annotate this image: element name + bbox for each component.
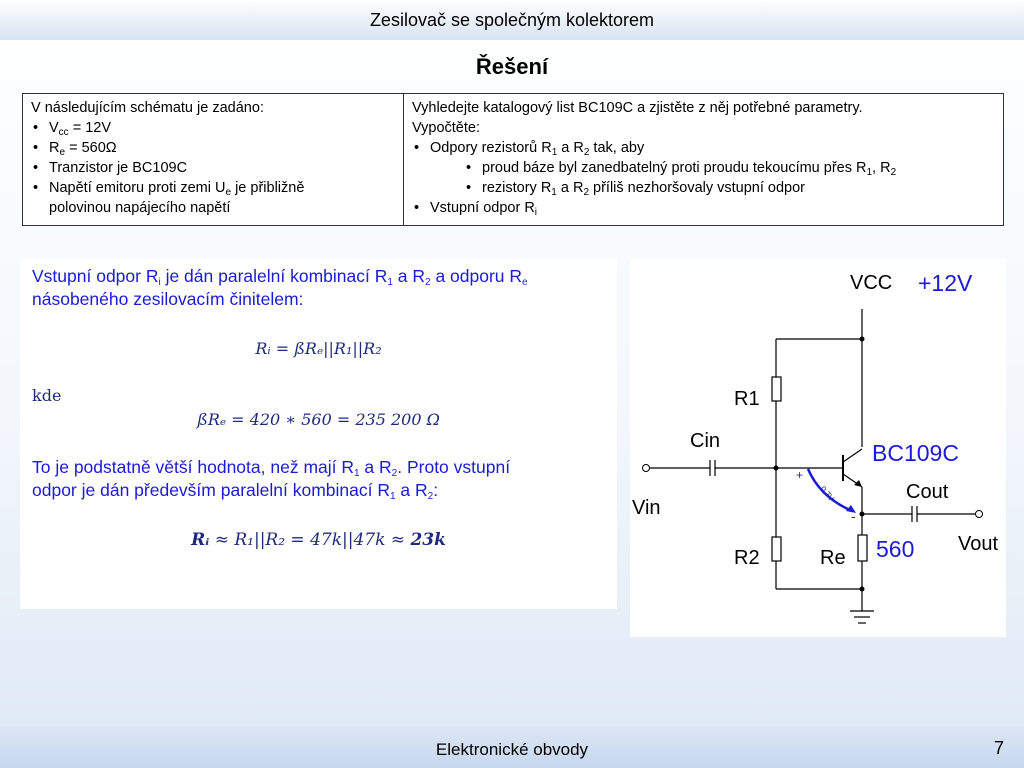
vcc-label: VCC [850, 272, 892, 294]
formula-result: Rᵢ ≈ R₁||R₂ = 47k||47k ≈ 23k [191, 530, 446, 550]
assignment-table: V následujícím schématu je zadáno: Vcc =… [22, 93, 1004, 226]
title-bar: Zesilovač se společným kolektorem [0, 0, 1024, 40]
emitter-arrow-icon [854, 480, 862, 487]
task-item-input-resistance: Vstupní odpor Ri [412, 198, 995, 218]
footer-text: Elektronické obvody [435, 740, 589, 759]
task-subitem-input-resistance: rezistory R1 a R2 příliš nezhoršovaly vs… [412, 178, 995, 198]
explanation-paragraph-2: To je podstatně větší hodnota, než mají … [32, 457, 511, 502]
transistor-collector-lead [842, 448, 863, 463]
junction-dot [773, 465, 779, 471]
section-heading: Řešení [475, 54, 549, 79]
given-item-re: Re = 560Ω [31, 138, 395, 158]
kde-label: kde [32, 386, 62, 405]
page-number: 7 [993, 738, 1004, 758]
given-item-vcc: Vcc = 12V [31, 118, 395, 138]
re-resistor [857, 534, 868, 562]
task-item-resistors: Odpory rezistorů R1 a R2 tak, aby [412, 138, 995, 158]
vbe-arrow-icon [846, 505, 856, 513]
r2-resistor [771, 536, 782, 562]
vout-terminal [975, 510, 983, 518]
given-intro: V následujícím schématu je zadáno: [31, 100, 264, 116]
task-column: Vyhledejte katalogový list BC109C a zjis… [404, 94, 1003, 225]
circuit-schematic: VCC +12V R1 Cin BC109C Vin Cout + - 0,7V… [632, 270, 998, 624]
footer-bar: Elektronické obvody 7 [0, 726, 1024, 768]
vbe-arrow-curve [806, 468, 853, 513]
given-column: V následujícím schématu je zadáno: Vcc =… [23, 94, 404, 225]
junction-dot [859, 586, 865, 592]
cout-label: Cout [906, 481, 949, 503]
given-item-transistor: Tranzistor je BC109C [31, 158, 395, 178]
junction-dot [859, 511, 865, 517]
re-label: Re [820, 547, 846, 569]
explanation-panel: Vstupní odpor Ri je dán paralelní kombin… [20, 259, 617, 609]
schematic-panel: VCC +12V R1 Cin BC109C Vin Cout + - 0,7V… [630, 259, 1006, 637]
explanation-paragraph-1: Vstupní odpor Ri je dán paralelní kombin… [32, 266, 528, 309]
r1-resistor [771, 376, 782, 402]
vin-terminal [642, 464, 650, 472]
given-list: Vcc = 12V Re = 560Ω Tranzistor je BC109C… [31, 118, 395, 218]
vbe-minus: - [851, 508, 856, 524]
task-list: Odpory rezistorů R1 a R2 tak, aby proud … [412, 138, 995, 218]
r2-label: R2 [734, 547, 760, 569]
re-value: 560 [876, 536, 914, 562]
vbe-plus: + [796, 468, 803, 482]
r1-label: R1 [734, 388, 760, 410]
vcc-value: +12V [918, 270, 973, 296]
formula-beta-re: ßRₑ = 420 ∗ 560 = 235 200 Ω [197, 410, 440, 429]
task-subitem-base-current: proud báze byl zanedbatelný proti proudu… [412, 158, 995, 178]
formula-input-resistance: Rᵢ = ßRₑ||R₁||R₂ [255, 339, 382, 358]
vin-label: Vin [632, 497, 661, 519]
task-calc: Vypočtěte: [412, 120, 480, 136]
slide-title: Zesilovač se společným kolektorem [369, 10, 655, 30]
task-intro: Vyhledejte katalogový list BC109C a zjis… [412, 100, 863, 116]
transistor-label: BC109C [872, 440, 959, 466]
vout-label: Vout [958, 533, 998, 555]
cin-label: Cin [690, 430, 720, 452]
junction-dot [859, 336, 865, 342]
given-item-ue: Napětí emitoru proti zemi Ue je přibližn… [31, 178, 395, 218]
